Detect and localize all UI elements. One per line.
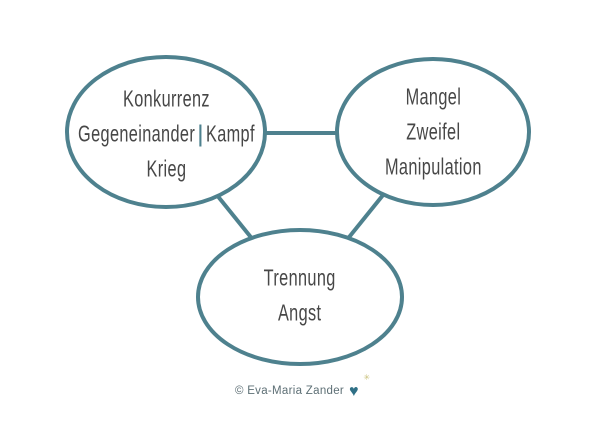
copyright-text: © Eva-Maria Zander <box>234 385 345 397</box>
ellipse-trennung <box>196 228 404 366</box>
sparkle-icon: ✳ <box>363 373 371 382</box>
heart-icon: ♥ ✳ <box>349 373 371 400</box>
ellipse-konkurrenz <box>65 55 267 209</box>
ellipse-mangel <box>335 57 531 207</box>
footer: © Eva-Maria Zander ♥ ✳ <box>0 373 600 400</box>
